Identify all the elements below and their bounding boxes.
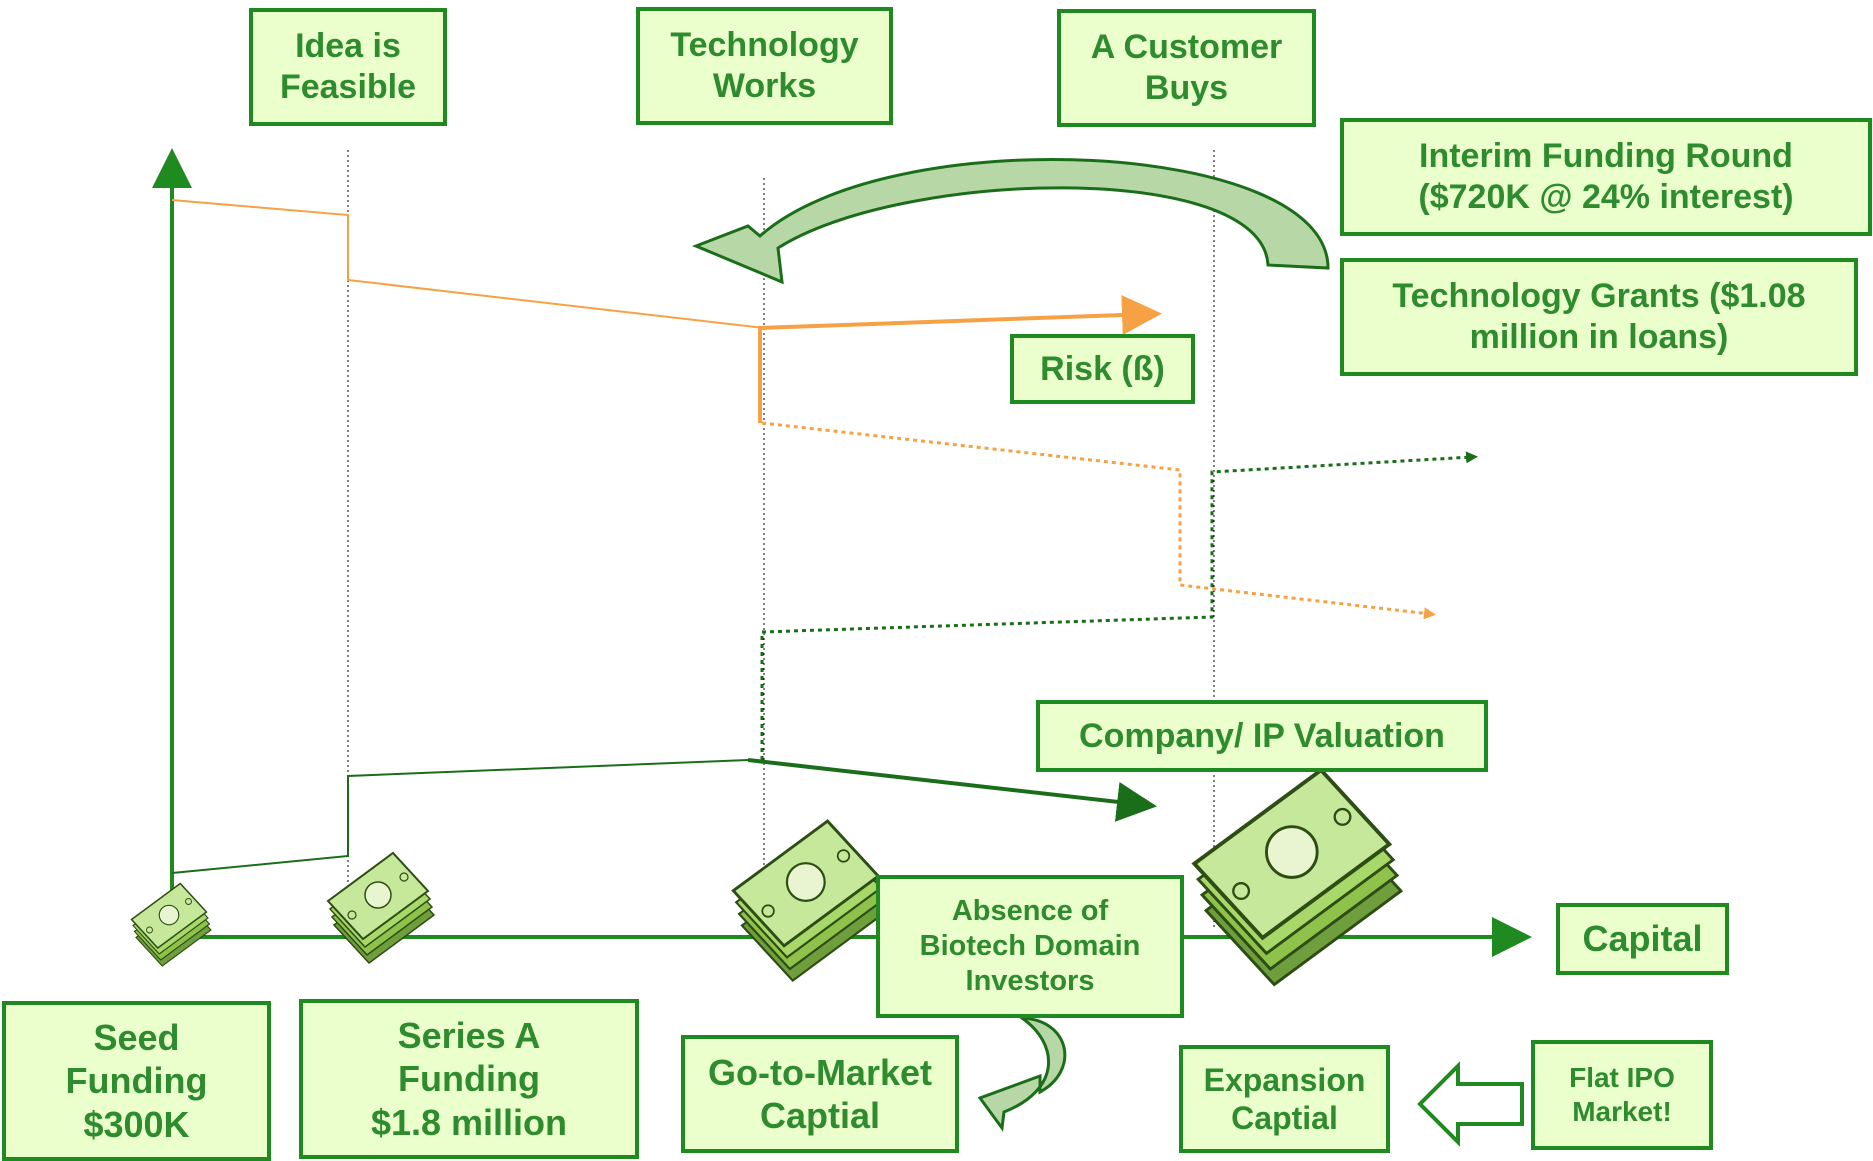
money-icon-series-a <box>327 852 435 964</box>
money-icon-expansion <box>1192 768 1403 987</box>
risk-line-projected <box>761 421 1436 620</box>
interim-funding-label: Interim Funding Round ($720K @ 24% inter… <box>1340 118 1872 236</box>
money-icon-seed <box>130 882 212 967</box>
valuation-label: Company/ IP Valuation <box>1036 700 1488 772</box>
milestone-idea-feasible: Idea is Feasible <box>249 8 447 126</box>
seed-funding-box: Seed Funding $300K <box>2 1001 271 1161</box>
go-to-market-capital-box: Go-to-Market Captial <box>681 1035 959 1153</box>
valuation-line-projected <box>760 451 1478 760</box>
milestone-customer-buys: A Customer Buys <box>1057 9 1316 127</box>
capital-axis-label: Capital <box>1556 903 1729 975</box>
risk-line-past <box>171 199 765 329</box>
flat-ipo-arrow <box>1417 1061 1524 1147</box>
technology-grants-label: Technology Grants ($1.08 million in loan… <box>1340 258 1858 376</box>
loop-back-arrow <box>691 158 1330 285</box>
money-icon-go-to-market <box>731 819 889 983</box>
milestone-technology-works: Technology Works <box>636 7 893 125</box>
expansion-capital-box: Expansion Captial <box>1179 1045 1390 1153</box>
flat-ipo-market-box: Flat IPO Market! <box>1531 1040 1713 1150</box>
absence-of-investors-label: Absence of Biotech Domain Investors <box>876 875 1184 1018</box>
series-a-funding-box: Series A Funding $1.8 million <box>299 999 639 1159</box>
valuation-line-current <box>747 758 1157 822</box>
valuation-line-past <box>171 759 749 874</box>
risk-label: Risk (ß) <box>1010 334 1195 404</box>
risk-line-current <box>758 295 1162 423</box>
absence-arrow <box>977 1016 1067 1132</box>
